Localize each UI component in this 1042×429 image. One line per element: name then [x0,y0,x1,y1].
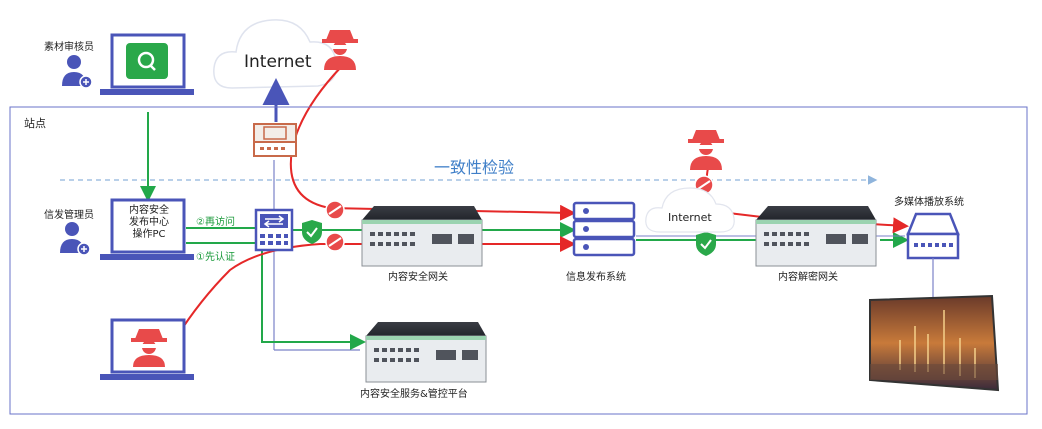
step1-label: ①先认证 [196,252,235,263]
attack-path-internet [289,65,576,221]
laptop-icon [100,33,194,95]
switch-to-platform-path [261,245,366,350]
consistency-check-label: 一致性检验 [434,158,515,177]
display-screen-icon [869,294,1000,392]
pc-label-line3: 操作PC [132,229,166,240]
user-add-icon [62,55,93,89]
info-publish-system-label: 信息发布系统 [566,272,626,283]
internet-top-label: Internet [244,52,312,72]
switch-icon [254,208,294,252]
site-label: 站点 [24,117,46,130]
block-icon [325,232,345,252]
shield-check-icon [696,232,716,256]
operation-pc-label: 内容安全 发布中心 操作PC [116,205,182,241]
multimedia-system-label: 多媒体播放系统 [894,197,964,208]
site-boundary [9,106,1028,415]
operation-pc [100,198,194,260]
block-icon [325,200,345,220]
user-add-icon [60,222,91,256]
decrypt-gateway-label: 内容解密网关 [778,272,838,283]
hacker-icon [688,130,724,170]
pc-label-line1: 内容安全 [129,205,169,216]
reviewer-label: 素材审核员 [44,42,94,53]
gateway-appliance-icon [361,206,483,267]
publisher-admin-label: 信发管理员 [44,210,94,221]
attack-path-laptop [175,236,576,339]
internet-mid-label: Internet [668,211,712,224]
shield-check-icon [302,220,322,244]
search-icon [126,43,168,79]
pc-label-line2: 发布中心 [129,217,169,228]
cloud-icon [645,187,735,233]
gateway-appliance-icon [365,322,487,383]
firewall-icon [253,123,297,157]
media-player-icon [906,212,960,260]
step2-label: ②再访问 [196,217,235,228]
security-gateway-label: 内容安全网关 [388,272,448,283]
hacker-icon [131,329,167,367]
laptop-icon [100,318,194,380]
server-icon [572,201,636,257]
gateway-appliance-icon [755,206,877,267]
hacker-icon [322,30,358,70]
service-platform-label: 内容安全服务&管控平台 [360,389,468,400]
